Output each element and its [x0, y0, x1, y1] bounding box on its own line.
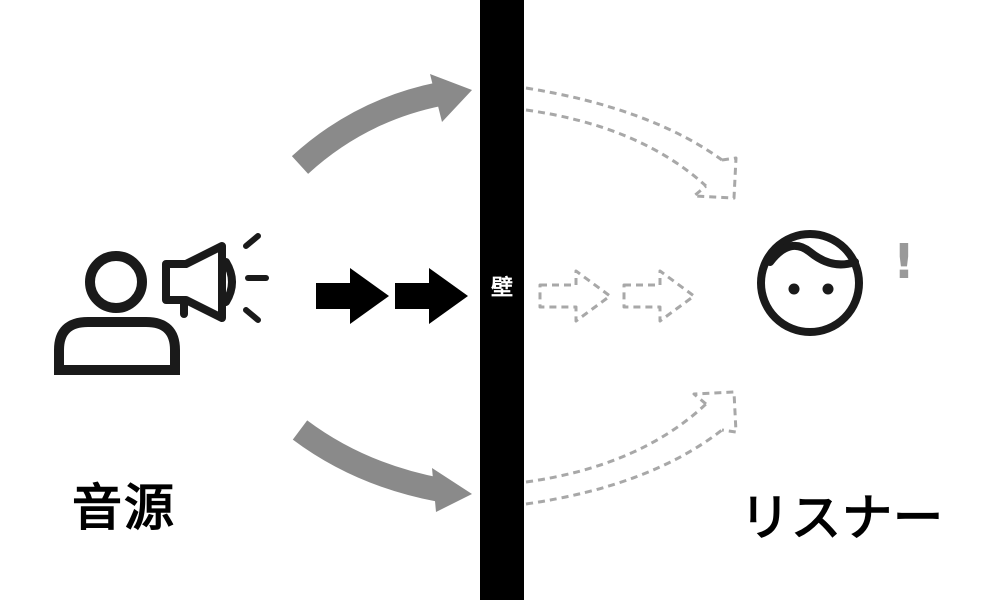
dashed-arrows-middle [538, 269, 696, 323]
dashed-arrow-2 [622, 269, 696, 323]
face-icon [757, 230, 863, 336]
dashed-arrow-1 [538, 269, 612, 323]
surprise-mark: ! [893, 234, 915, 290]
wall [480, 0, 524, 600]
source-label: 音源 [72, 479, 176, 537]
person-icon [54, 251, 180, 375]
listener-label: リスナー [740, 489, 944, 547]
dashed-arrow-top [525, 86, 738, 200]
diffracted-arrow-bottom [292, 420, 472, 512]
diffracted-arrow-top [291, 74, 472, 174]
direct-arrow-1 [316, 268, 389, 324]
dashed-arrow-bottom [525, 390, 738, 506]
wall-label: 壁 [490, 276, 513, 301]
direct-arrows [316, 268, 468, 324]
megaphone-icon [162, 242, 236, 322]
direct-arrow-2 [395, 268, 468, 324]
sound-wave-icon [243, 233, 269, 323]
